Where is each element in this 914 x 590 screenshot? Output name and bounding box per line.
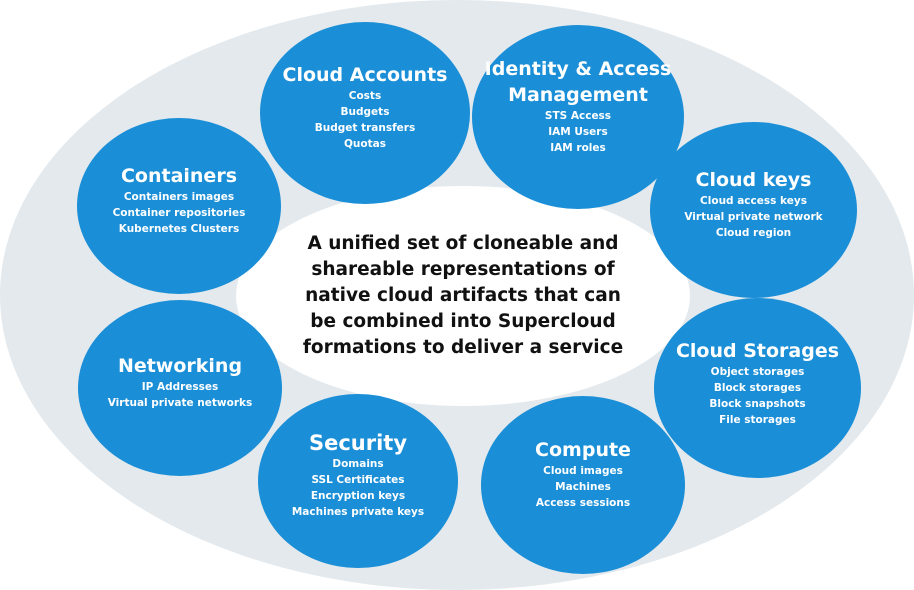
- bubble-item: IAM roles: [550, 142, 606, 154]
- bubble-item: Domains: [332, 458, 384, 470]
- bubble-item: IAM Users: [548, 126, 608, 138]
- bubble-item: Container repositories: [112, 207, 246, 219]
- bubble-item: Machines private keys: [291, 506, 425, 518]
- bubble-title: Compute: [535, 439, 631, 461]
- bubble-item: Access sessions: [535, 497, 631, 509]
- bubble-title: Management: [508, 84, 648, 106]
- bubble-item: Object storages: [710, 366, 805, 378]
- bubble-item: Cloud images: [543, 465, 623, 477]
- bubble-containers: Containers Containers images Container r…: [77, 118, 281, 294]
- bubble-item: Block snapshots: [709, 398, 806, 410]
- bubble-item: Encryption keys: [310, 490, 406, 502]
- bubble-item: Budgets: [340, 106, 390, 118]
- bubble-item: Block storages: [713, 382, 802, 394]
- center-line: be combined into Supercloud: [310, 311, 616, 332]
- bubble-cloud-keys: Cloud keys Cloud access keys Virtual pri…: [650, 122, 857, 298]
- bubble-security: Security Domains SSL Certificates Encryp…: [258, 394, 458, 568]
- bubble-item: IP Addresses: [141, 381, 219, 393]
- center-line: native cloud artifacts that can: [305, 285, 621, 306]
- center-line: formations to deliver a service: [302, 337, 624, 358]
- bubble-item: STS Access: [544, 110, 612, 122]
- bubble-title: Networking: [117, 355, 243, 377]
- bubble-title: Cloud keys: [695, 169, 812, 191]
- bubble-title: Cloud Storages: [675, 340, 840, 362]
- bubble-compute: Compute Cloud images Machines Access ses…: [481, 396, 685, 574]
- bubble-identity-access-management: Identity & Access Management STS Access …: [472, 25, 684, 209]
- bubble-item: Cloud access keys: [700, 195, 807, 207]
- bubble-item: Virtual private networks: [107, 397, 253, 409]
- center-statement: A unified set of cloneable and shareable…: [236, 186, 690, 406]
- bubble-item: Costs: [348, 90, 382, 102]
- bubble-item: Cloud region: [715, 227, 792, 239]
- bubble-title: Security: [308, 431, 408, 455]
- bubble-item: Virtual private network: [684, 211, 823, 223]
- bubble-title: Containers: [120, 165, 238, 187]
- bubble-cloud-storages: Cloud Storages Object storages Block sto…: [654, 298, 861, 478]
- bubble-item: Containers images: [123, 191, 235, 203]
- bubble-title: Cloud Accounts: [282, 64, 448, 86]
- bubble-item: Quotas: [344, 138, 386, 150]
- bubble-item: Machines: [555, 481, 611, 493]
- bubble-item: File storages: [719, 414, 796, 426]
- bubble-title: Identity & Access: [484, 58, 672, 80]
- bubble-item: SSL Certificates: [311, 474, 405, 486]
- center-line: A unified set of cloneable and: [307, 233, 619, 254]
- bubble-networking: Networking IP Addresses Virtual private …: [78, 300, 282, 476]
- bubble-item: Budget transfers: [314, 122, 416, 134]
- bubble-cloud-accounts: Cloud Accounts Costs Budgets Budget tran…: [260, 22, 470, 204]
- center-line: shareable representations of: [311, 259, 615, 280]
- bubble-item: Kubernetes Clusters: [118, 223, 240, 235]
